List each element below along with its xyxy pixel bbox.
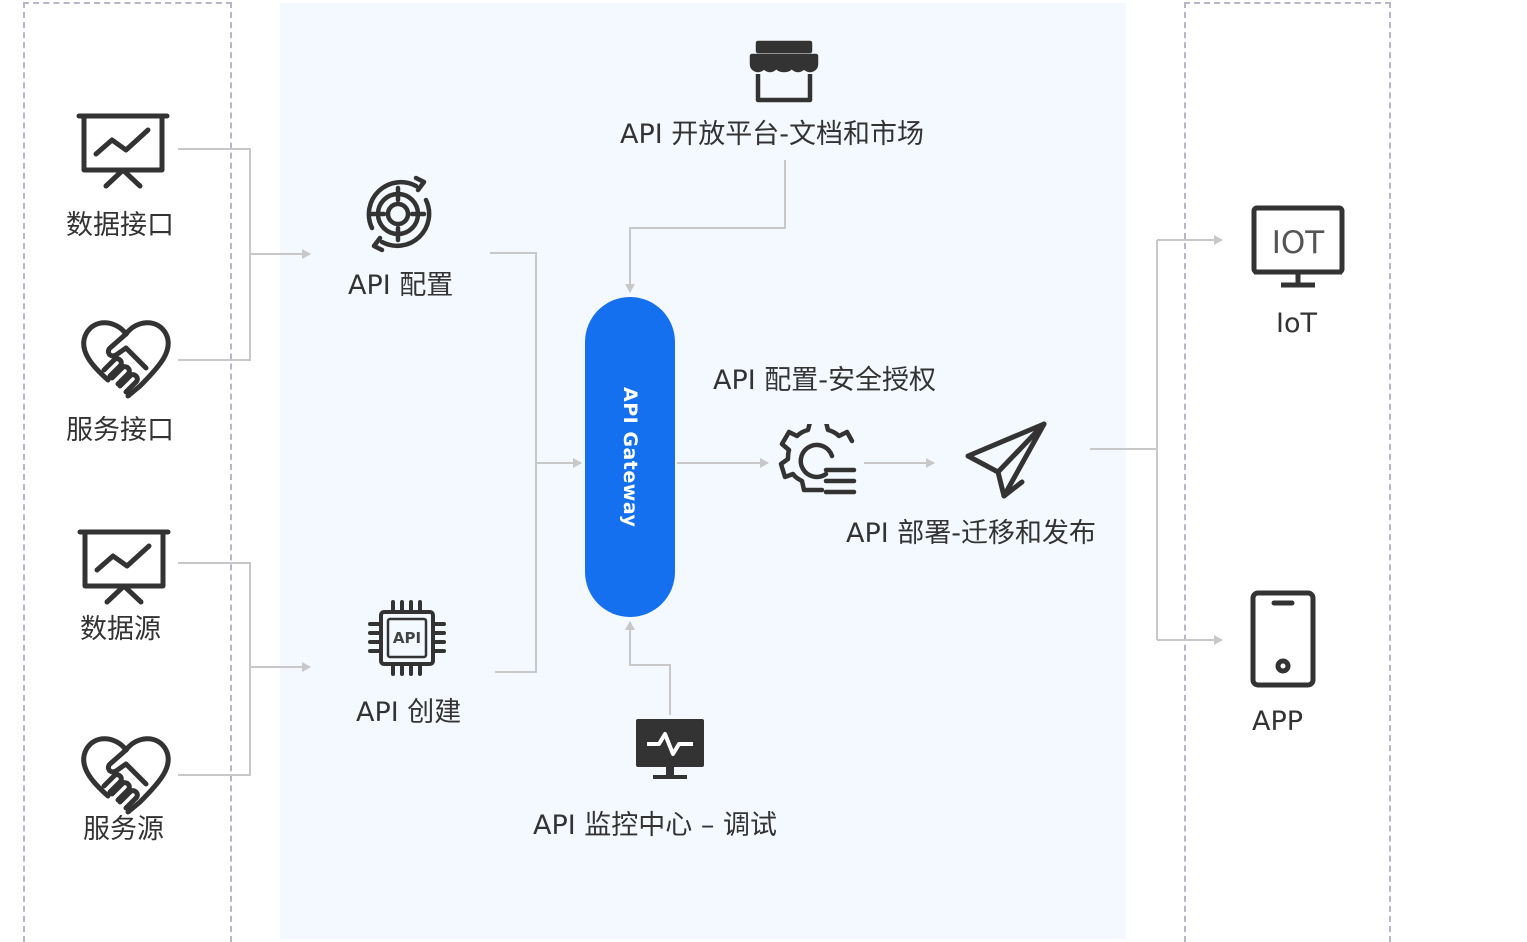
presentation-chart-icon	[77, 529, 171, 605]
iot-icon-text: IOT	[1272, 225, 1326, 261]
source-label-service-interface: 服务接口	[66, 415, 174, 446]
app-label: APP	[1252, 706, 1304, 737]
connector-data-source	[178, 562, 251, 776]
paper-plane-icon	[965, 421, 1047, 499]
handshake-heart-icon	[81, 320, 171, 399]
connector-monitor	[625, 621, 671, 715]
security-label: API 配置-安全授权	[713, 365, 937, 396]
targets-panel	[1184, 2, 1391, 942]
deploy-label: API 部署-迁移和发布	[846, 518, 1097, 549]
api-chip-icon: API	[368, 600, 446, 676]
api-management-panel	[280, 3, 1126, 939]
api-chip-text: API	[393, 629, 421, 647]
source-label-data-source: 数据源	[80, 614, 161, 645]
smartphone-icon	[1250, 590, 1316, 688]
gear-settings-icon	[778, 424, 857, 495]
portal-label: API 开放平台-文档和市场	[620, 119, 925, 150]
connector-portal	[625, 160, 786, 293]
monitor-label: API 监控中心 – 调试	[533, 810, 777, 841]
presentation-chart-icon	[76, 113, 170, 189]
iot-monitor-icon: IOT	[1251, 205, 1345, 288]
create-label: API 创建	[356, 697, 462, 728]
api-gateway-node: API Gateway	[585, 297, 675, 617]
store-icon	[749, 40, 819, 103]
sources-panel	[23, 2, 232, 942]
connector-data-interface	[178, 148, 251, 361]
monitor-pulse-icon	[636, 719, 704, 779]
connector-config-create	[490, 252, 537, 673]
iot-label: IoT	[1276, 308, 1317, 339]
source-label-service-source: 服务源	[83, 814, 164, 845]
target-config-icon	[366, 175, 432, 253]
source-label-data-interface: 数据接口	[66, 210, 174, 241]
config-label: API 配置	[348, 270, 454, 301]
gateway-label: API Gateway	[619, 386, 641, 528]
handshake-heart-icon	[81, 736, 171, 815]
